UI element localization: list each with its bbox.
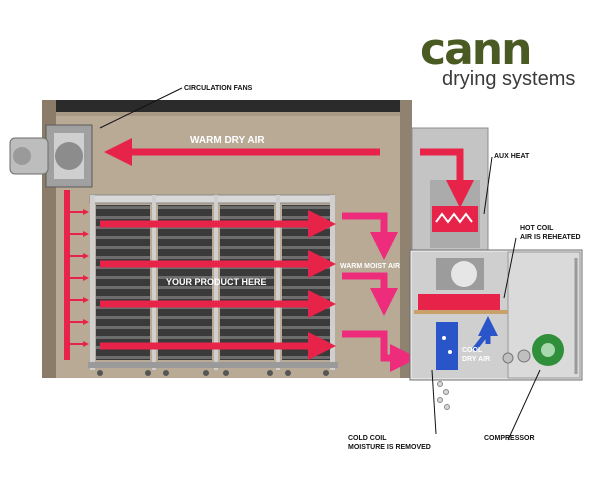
label-circulation-fans: CIRCULATION FANS <box>184 85 253 92</box>
condensate-droplets <box>437 381 450 410</box>
leader-lines <box>99 87 541 441</box>
label-your-product: YOUR PRODUCT HERE <box>166 277 267 287</box>
brand-logo: cann drying systems <box>420 28 590 91</box>
label-warm-dry-air: WARM DRY AIR <box>190 135 265 146</box>
label-cold-coil: COLD COIL MOISTURE IS REMOVED <box>348 434 431 452</box>
dehumidifier-unit <box>409 249 583 381</box>
label-compressor: COMPRESSOR <box>484 435 535 442</box>
label-warm-moist-air: WARM MOIST AIR <box>340 263 401 270</box>
label-cool-dry-air: COOL DRY AIR <box>462 346 490 364</box>
brand-name: cann <box>420 24 532 75</box>
label-cold-coil-line1: COLD COIL <box>348 435 387 442</box>
label-hot-coil-line1: HOT COIL <box>520 225 554 232</box>
warm-moist-air-arrows <box>342 212 418 372</box>
product-racks <box>88 194 338 376</box>
aux-heat-duct <box>411 127 489 251</box>
label-cool-line2: DRY AIR <box>462 356 491 363</box>
label-hot-coil-line2: AIR IS REHEATED <box>520 234 581 241</box>
product-airflow-arrows <box>100 210 336 360</box>
brand-subtitle: drying systems <box>442 68 576 90</box>
supply-plenum <box>64 190 89 360</box>
label-hot-coil: HOT COIL AIR IS REHEATED <box>520 224 581 242</box>
label-cool-line1: COOL <box>462 347 483 354</box>
label-aux-heat: AUX HEAT <box>494 153 530 160</box>
circulation-fan-unit <box>9 124 93 188</box>
label-cold-coil-line2: MOISTURE IS REMOVED <box>348 444 431 451</box>
